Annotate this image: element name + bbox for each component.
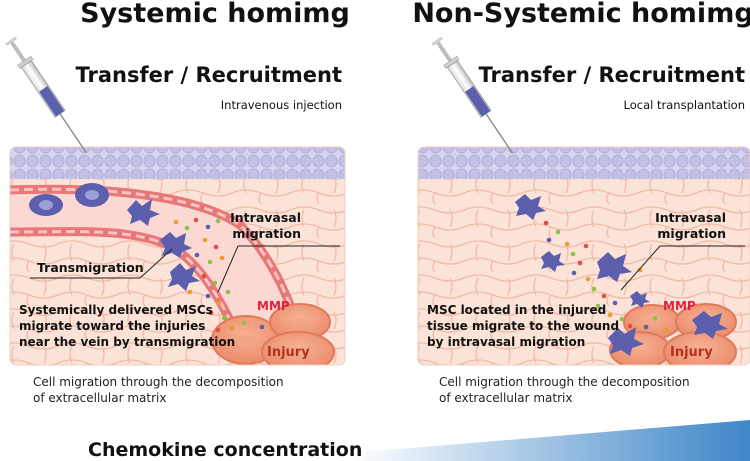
left-method: Intravenous injection [221, 98, 342, 112]
msc-cell-star [630, 291, 650, 308]
msc-cell-star [168, 263, 200, 291]
left-description-2: migrate toward the injuries [19, 319, 205, 333]
chemokine-dots-right [543, 220, 669, 333]
right-description-2: tissue migrate to the wound [427, 319, 619, 333]
left-label-mmp: MMP [257, 299, 290, 313]
msc-cell-star [541, 251, 565, 272]
right-heading: Non-Systemic homimg [412, 0, 750, 29]
right-label-intravasal-1: Intravasal [655, 210, 726, 225]
right-label-injury: Injury [670, 345, 713, 360]
chemokine-concentration-label: Chemokine concentration [88, 439, 362, 461]
left-label-intravasal-1: Intravasal [230, 210, 301, 225]
left-label-transmigration: Transmigration [37, 260, 144, 275]
left-caption-1: Cell migration through the decomposition [33, 375, 284, 389]
left-subheading: Transfer / Recruitment [75, 63, 342, 87]
left-label-intravasal-2: migration [232, 226, 301, 241]
right-method: Local transplantation [624, 98, 745, 112]
right-label-intravasal-2: migration [657, 226, 726, 241]
right-caption-1: Cell migration through the decomposition [439, 375, 690, 389]
right-caption-2: of extracellular matrix [439, 391, 572, 405]
msc-cell-star [515, 194, 546, 220]
msc-cell-star [597, 252, 632, 282]
msc-cell-star [127, 199, 160, 226]
msc-cell-star [608, 327, 644, 356]
msc-cell-star [160, 232, 192, 258]
right-description-3: by intravasal migration [427, 335, 585, 349]
right-description-1: MSC located in the injured [427, 303, 606, 317]
left-description-1: Systemically delivered MSCs [19, 303, 213, 317]
left-heading: Systemic homimg [80, 0, 350, 29]
chemokine-gradient [350, 420, 750, 461]
right-subheading: Transfer / Recruitment [478, 63, 745, 87]
left-label-injury: Injury [267, 345, 310, 360]
right-tissue-area [418, 147, 750, 365]
syringe-icon [5, 36, 87, 154]
syringe-icon [431, 36, 513, 154]
left-caption-2: of extracellular matrix [33, 391, 166, 405]
left-panel: Systemic homimg Transfer / Recruitment I… [5, 0, 350, 405]
msc-cell-star [692, 311, 728, 339]
chemokine-dots-left [173, 217, 265, 333]
right-label-mmp: MMP [663, 299, 696, 313]
right-panel: Non-Systemic homimg Transfer / Recruitme… [412, 0, 750, 405]
left-description-3: near the vein by transmigration [19, 335, 235, 349]
left-tissue-area [10, 147, 345, 365]
